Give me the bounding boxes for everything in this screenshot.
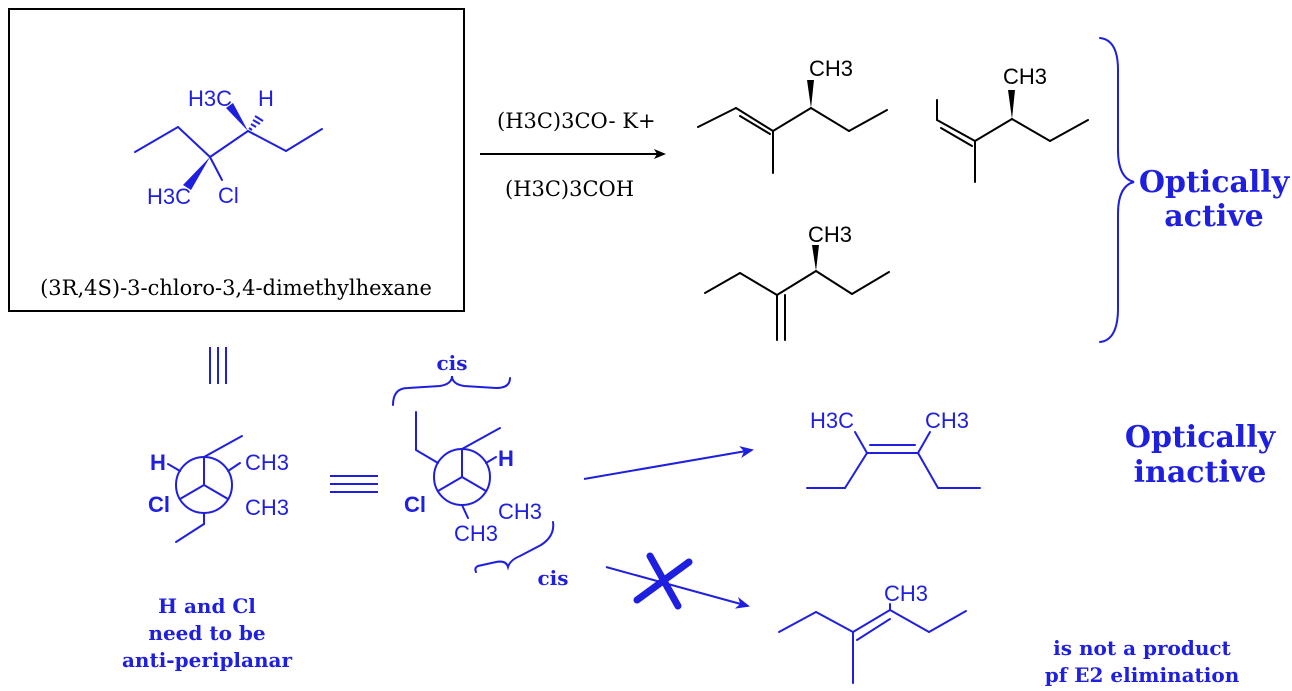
reagent-solvent: (H3C)3COH [505, 177, 634, 201]
not-product-line1: is not a product [1053, 636, 1231, 660]
product1-ch3: CH3 [809, 56, 853, 81]
product3-ch3: CH3 [808, 222, 852, 247]
equivalence-horizontal [330, 475, 378, 493]
h3c-top-label: H3C [188, 86, 232, 111]
optically-inactive-line2: inactive [1134, 455, 1267, 490]
cis-top-label: cis [436, 351, 467, 375]
reagent-base: (H3C)3CO- K+ [497, 109, 656, 133]
inactive-right-ch3: CH3 [925, 408, 969, 433]
optically-active-line2: active [1164, 199, 1263, 234]
product-e-alkene: CH3 [697, 56, 888, 174]
product-z-alkene: CH3 [936, 64, 1089, 183]
product-terminal-alkene: CH3 [704, 222, 890, 341]
cl-label: Cl [218, 183, 239, 208]
starting-material-box: H3C H H3C Cl (3R,4S)-3-chloro-3,4-dimeth… [8, 8, 465, 312]
newman-right: H Cl CH3 CH3 [404, 411, 542, 546]
not-product-line2: pf E2 elimination [1045, 663, 1240, 687]
newman-left-ch3-b: CH3 [245, 495, 289, 520]
non-product-ch3: CH3 [884, 581, 928, 606]
anti-note-line3: anti-periplanar [122, 648, 293, 672]
active-products-brace [1099, 37, 1135, 343]
newman-right-ch3-b: CH3 [454, 521, 498, 546]
starting-material-name: (3R,4S)-3-chloro-3,4-dimethylhexane [40, 276, 432, 300]
newman-left-ch3-a: CH3 [245, 450, 289, 475]
newman-left-h: H [150, 450, 166, 475]
optically-active-line1: Optically [1139, 165, 1291, 200]
product-non-e2: CH3 [778, 581, 967, 684]
inactive-left-h3c: H3C [810, 408, 854, 433]
blocked-arrow [605, 552, 750, 610]
cis-bottom-label: cis [537, 566, 568, 590]
product-inactive-alkene: H3C CH3 [806, 408, 981, 489]
arrow-to-inactive [583, 446, 754, 480]
newman-right-cl: Cl [404, 492, 426, 517]
newman-right-ch3-a: CH3 [498, 499, 542, 524]
newman-left: H Cl CH3 CH3 [148, 435, 289, 543]
cis-brace-top [392, 375, 511, 406]
starting-material-structure: H3C H H3C Cl [134, 86, 323, 209]
product2-ch3: CH3 [1003, 64, 1047, 89]
anti-note-line2: need to be [148, 621, 265, 645]
equivalence-vertical [209, 347, 227, 384]
box-frame [8, 8, 465, 312]
newman-left-cl: Cl [148, 492, 170, 517]
h3c-bottom-label: H3C [147, 184, 191, 209]
h-top-label: H [258, 86, 274, 111]
newman-right-h: H [498, 446, 514, 471]
cis-brace-bottom [474, 521, 555, 573]
anti-note-line1: H and Cl [158, 594, 256, 618]
reaction-arrow-group: (H3C)3CO- K+ (H3C)3COH [480, 109, 666, 201]
optically-inactive-line1: Optically [1125, 420, 1277, 455]
cross-x-stroke2 [633, 558, 693, 604]
